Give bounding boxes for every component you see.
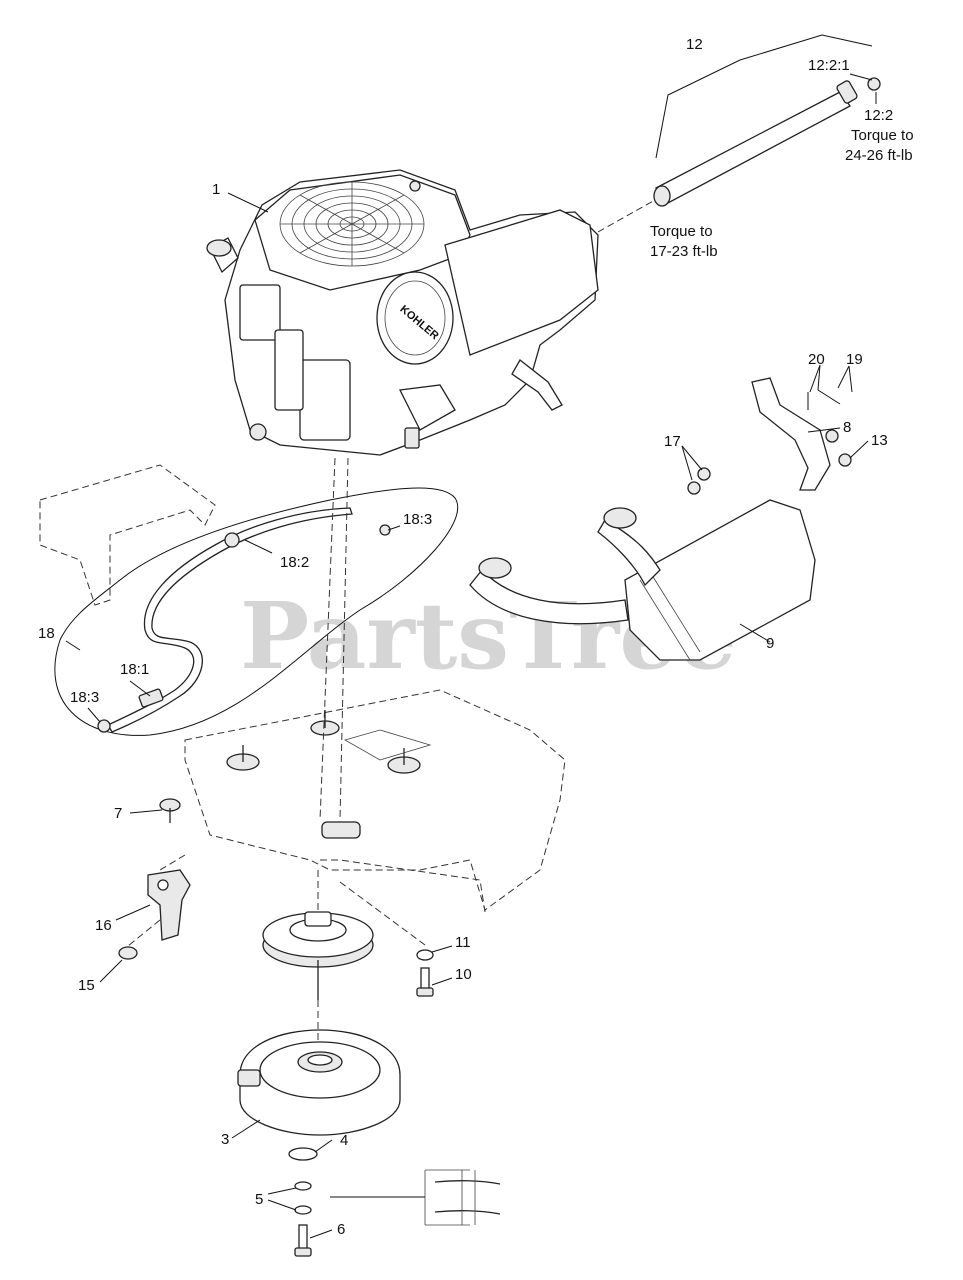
rivet-7 bbox=[159, 798, 181, 823]
leader-lines bbox=[65, 34, 877, 1239]
torque-note-top-line1: Torque to bbox=[851, 127, 914, 144]
torque-note-mid-line2: 17-23 ft-lb bbox=[650, 243, 718, 260]
callout-4: 4 bbox=[340, 1132, 348, 1149]
callout-5: 5 bbox=[255, 1191, 263, 1208]
bracket-16 bbox=[118, 869, 191, 960]
washer-4 bbox=[288, 1147, 318, 1161]
engine: KOHLER bbox=[206, 169, 599, 456]
muffler-bracket bbox=[687, 377, 852, 495]
callout-12-2-1: 12:2:1 bbox=[808, 57, 850, 74]
callout-7: 7 bbox=[114, 805, 122, 822]
callout-18-1: 18:1 bbox=[120, 661, 149, 678]
callout-16: 16 bbox=[95, 917, 112, 934]
washer-5a bbox=[294, 1181, 312, 1191]
callout-13: 13 bbox=[871, 432, 888, 449]
callout-6: 6 bbox=[337, 1221, 345, 1238]
pulley bbox=[262, 911, 374, 1000]
washer-11 bbox=[416, 949, 434, 961]
fuel-line bbox=[54, 487, 459, 736]
callout-3: 3 bbox=[221, 1131, 229, 1148]
callout-11: 11 bbox=[455, 934, 471, 951]
pto-clutch bbox=[237, 1029, 401, 1136]
muffler bbox=[469, 499, 816, 661]
callout-10: 10 bbox=[455, 966, 472, 983]
callout-15: 15 bbox=[78, 977, 95, 994]
callout-19: 19 bbox=[846, 351, 863, 368]
washer-orientation-detail bbox=[330, 1169, 501, 1226]
tailpipe-assembly bbox=[653, 77, 881, 207]
callout-1: 1 bbox=[212, 181, 220, 198]
callout-17: 17 bbox=[664, 433, 681, 450]
bolt-6 bbox=[294, 1224, 312, 1257]
torque-note-top-line2: 24-26 ft-lb bbox=[845, 147, 913, 164]
engine-deck-plate bbox=[226, 710, 432, 839]
callout-12: 12 bbox=[686, 36, 703, 53]
callout-8: 8 bbox=[843, 419, 851, 436]
callout-18-2: 18:2 bbox=[280, 554, 309, 571]
callout-18-3-lower: 18:3 bbox=[70, 689, 99, 706]
callout-labels: 1 12 12:2:1 12:2 Torque to 24-26 ft-lb T… bbox=[38, 36, 914, 1238]
callout-9: 9 bbox=[766, 635, 774, 652]
callout-18: 18 bbox=[38, 625, 55, 642]
callout-18-3-upper: 18:3 bbox=[403, 511, 432, 528]
bolt-10 bbox=[416, 967, 434, 997]
callout-12-2: 12:2 bbox=[864, 107, 893, 124]
washer-5b bbox=[294, 1205, 312, 1215]
callout-20: 20 bbox=[808, 351, 825, 368]
torque-note-mid-line1: Torque to bbox=[650, 223, 713, 240]
